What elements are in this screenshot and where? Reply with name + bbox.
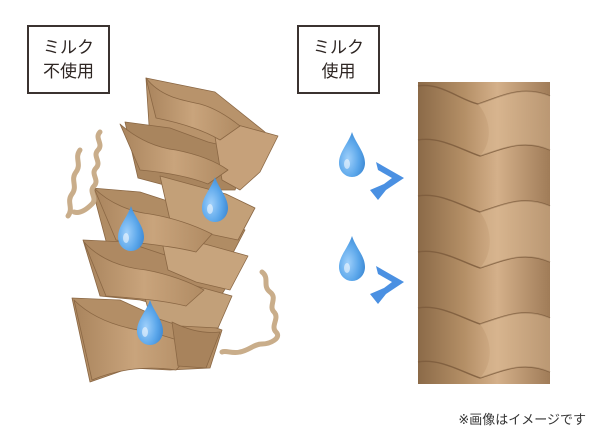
water-drop-icon (339, 236, 365, 281)
frizz-strand-icon (68, 150, 80, 216)
water-drop-icon (339, 132, 365, 177)
damaged-hair-shaft (72, 78, 278, 382)
healthy-hair-shaft (418, 82, 550, 384)
arrow-icon (370, 266, 404, 304)
arrow-icon (370, 162, 404, 200)
image-note: ※画像はイメージです (458, 409, 586, 428)
